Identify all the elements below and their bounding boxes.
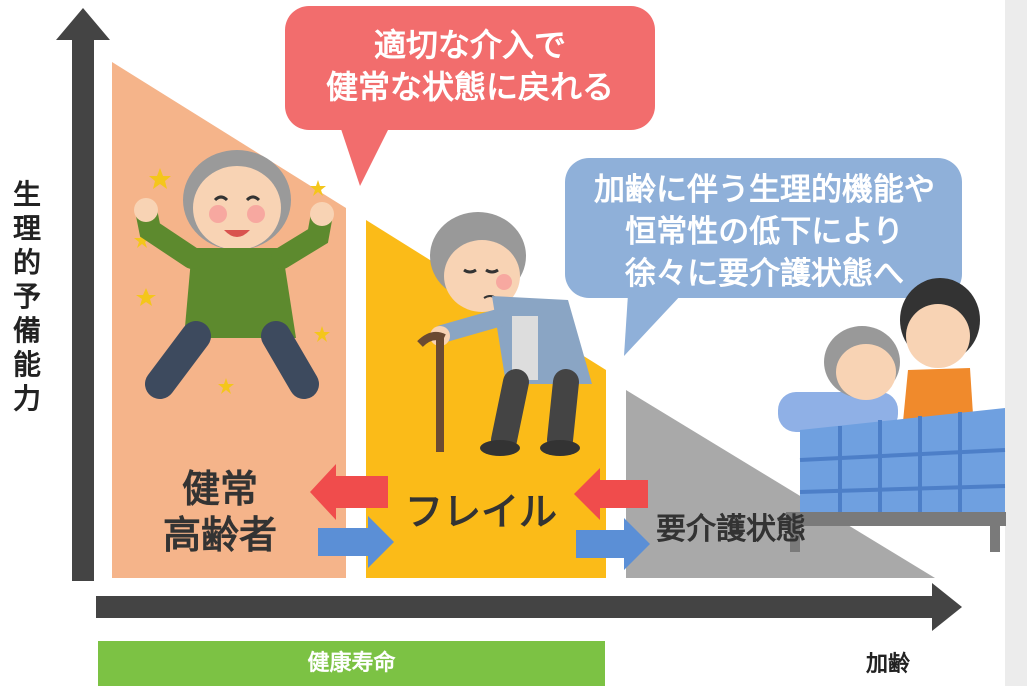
stage-label-care: 要介護状態 — [656, 512, 806, 547]
bedridden-elderly-with-caregiver-icon — [778, 278, 1006, 552]
blue-bubble-text: 加齢に伴う生理的機能や 恒常性の低下により 徐々に要介護状態へ — [594, 172, 935, 292]
y-axis-arrowhead-icon — [56, 8, 110, 40]
red-speech-bubble — [285, 6, 655, 186]
elderly-man-with-cane-icon — [417, 212, 592, 456]
x-axis — [96, 596, 934, 618]
care-region — [626, 390, 935, 578]
blue-speech-bubble — [565, 158, 962, 356]
arrow-back-to-frail-icon — [574, 468, 648, 520]
x-axis-label: 加齢 — [866, 652, 911, 677]
frail-region — [366, 220, 606, 578]
y-axis — [72, 36, 94, 581]
elderly-man-cheering-icon — [134, 150, 334, 399]
red-bubble-text: 適切な介入で 健常な状態に戻れる — [325, 26, 614, 106]
healthy-life-bar: 健康寿命 — [98, 641, 605, 686]
arrow-to-frail-icon — [318, 516, 394, 568]
arrow-to-care-icon — [576, 518, 650, 570]
stage-label-frail: フレイル — [405, 490, 558, 534]
stage-label-healthy: 健常 高齢者 — [162, 467, 277, 557]
arrow-to-healthy-icon — [310, 464, 388, 520]
x-axis-arrowhead-icon — [932, 583, 962, 631]
y-axis-label: 生理的予備能力 — [12, 178, 41, 415]
scrollbar-gutter — [1005, 0, 1027, 686]
